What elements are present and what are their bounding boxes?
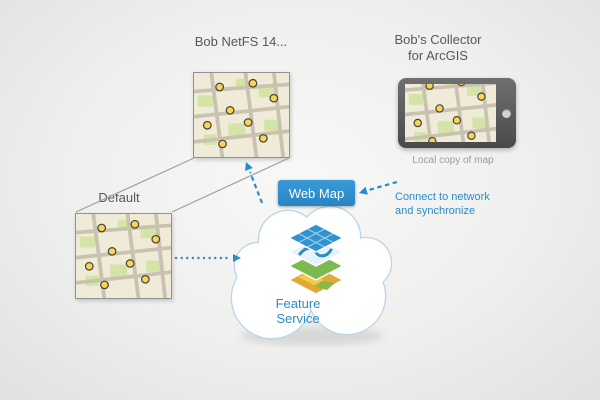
sync-note-line1: Connect to network <box>395 191 490 203</box>
tablet-map-image <box>405 84 496 142</box>
netfs-map-image <box>194 73 289 157</box>
collector-label-line1: Bob's Collector <box>394 32 482 47</box>
tablet-caption: Local copy of map <box>412 155 494 166</box>
feature-service-cloud <box>230 205 393 345</box>
collector-label: Bob's Collector for ArcGIS <box>377 32 499 64</box>
layers-stack-icon <box>288 223 344 295</box>
sync-note: Connect to network and synchronize <box>395 190 510 218</box>
tablet-device <box>398 78 516 148</box>
feature-service-label: Feature Service <box>257 296 339 326</box>
feature-service-label-line2: Service <box>276 311 320 326</box>
default-map-label: Default <box>98 190 140 205</box>
sync-note-line2: and synchronize <box>395 205 476 217</box>
web-map-node: Web Map <box>278 180 355 206</box>
tablet-camera-icon <box>502 108 511 118</box>
netfs-map-thumbnail <box>193 72 290 158</box>
feature-service-label-line1: Feature <box>275 296 321 311</box>
tablet-screen <box>405 84 496 142</box>
default-map-thumbnail <box>75 213 172 299</box>
collector-label-line2: for ArcGIS <box>408 48 468 63</box>
netfs-map-label: Bob NetFS 14... <box>194 34 288 49</box>
default-map-image <box>76 214 171 298</box>
